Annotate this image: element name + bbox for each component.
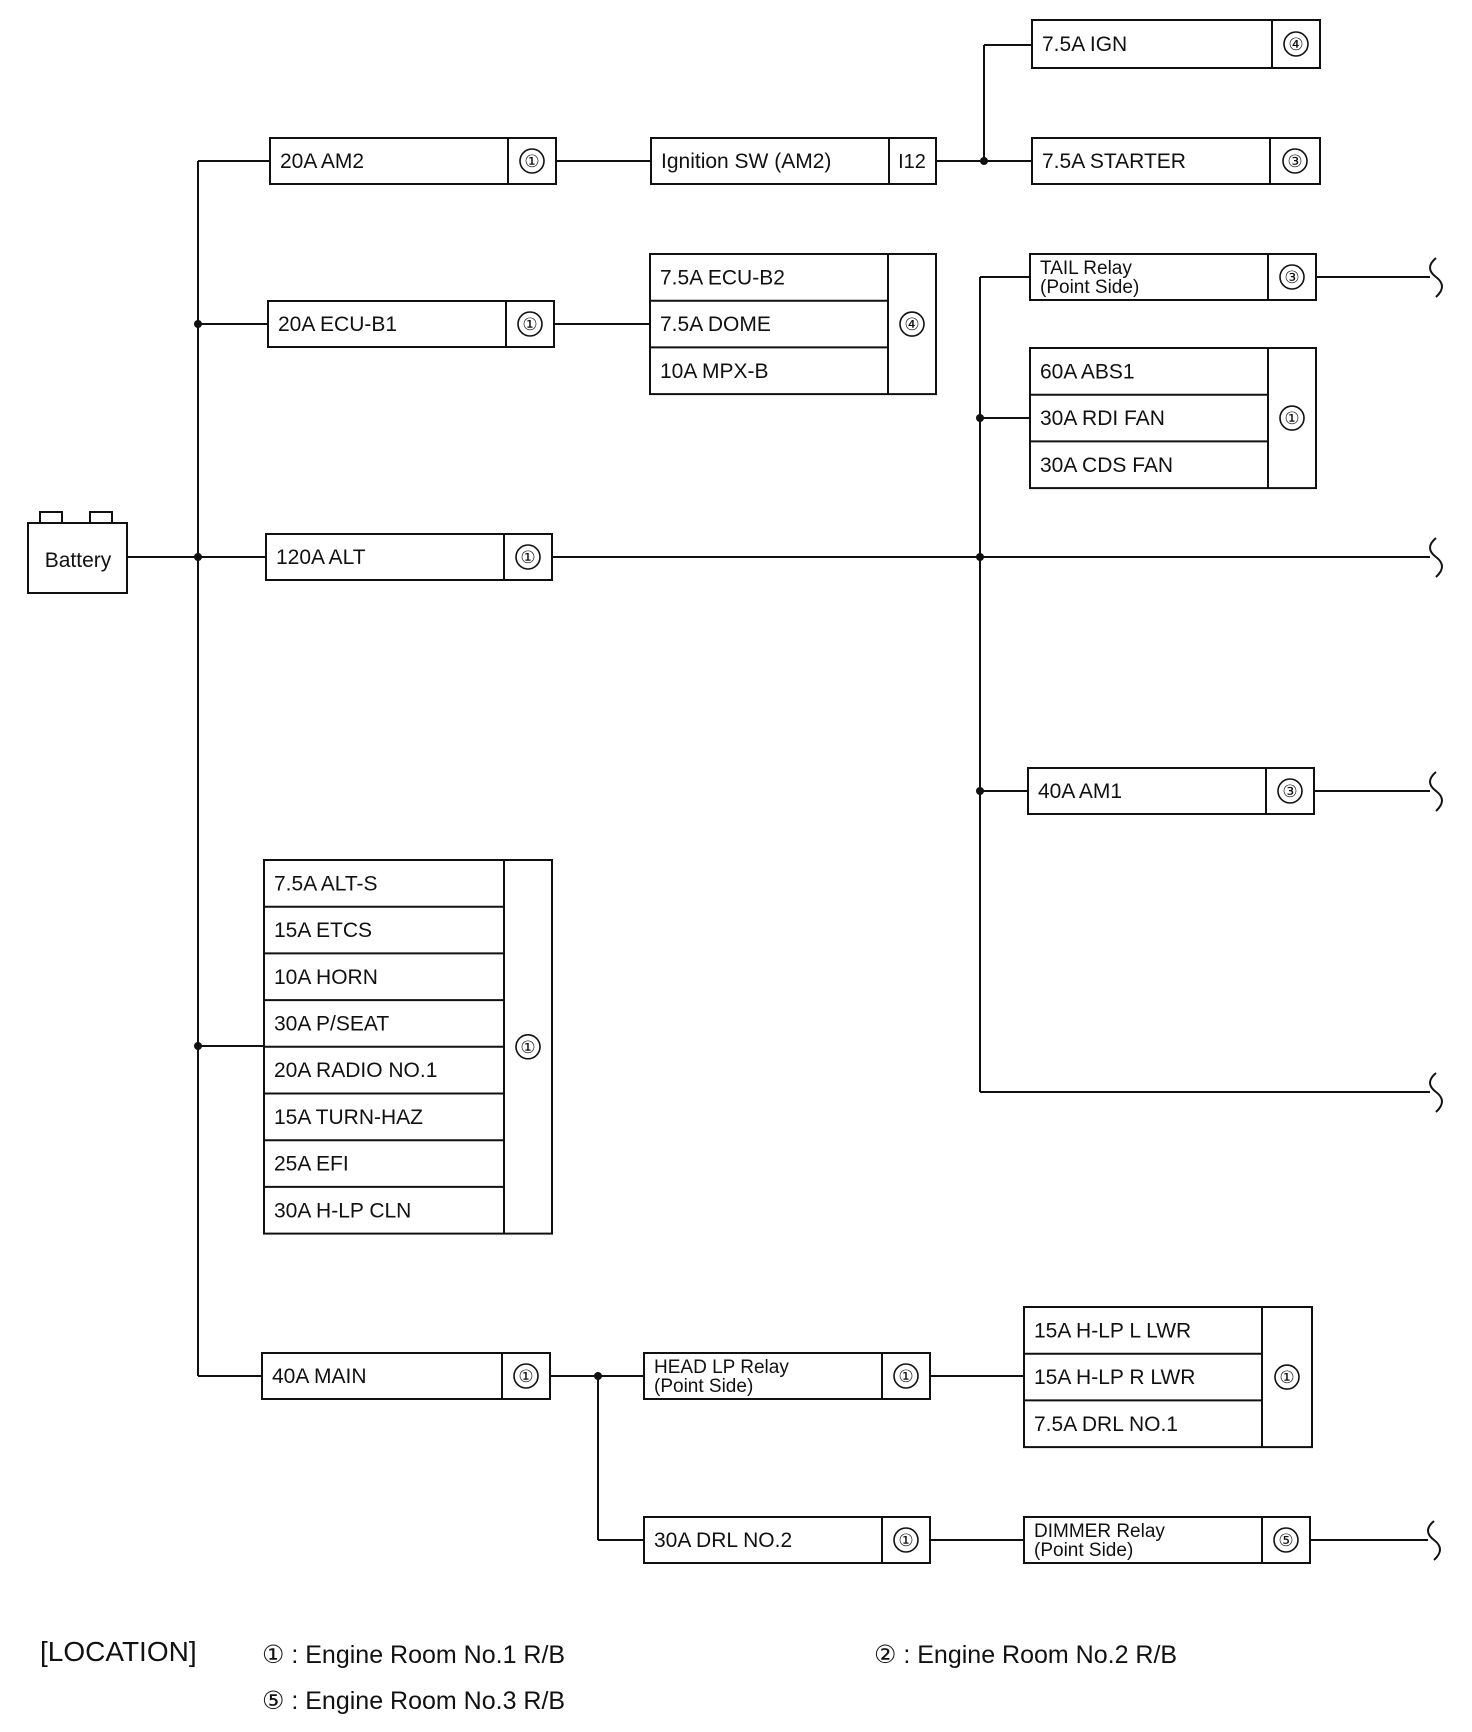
fuse-group-alt-s-item-0: 7.5A ALT-S: [274, 872, 378, 895]
battery: Battery: [27, 511, 128, 594]
legend-item-engine-room-no2: ② : Engine Room No.2 R/B: [874, 1641, 1178, 1669]
fuse-group-alt-s-item-7: 30A H-LP CLN: [274, 1199, 411, 1222]
fuse-group-alt-s-location: ①: [520, 1038, 535, 1057]
tail-relay: TAIL Relay(Point Side) ③: [1029, 253, 1317, 301]
dimmer-relay: DIMMER Relay(Point Side) ⑤: [1023, 1516, 1311, 1564]
fuse-group-abs: 60A ABS1 30A RDI FAN 30A CDS FAN ①: [1029, 347, 1317, 490]
tail-relay-label: TAIL Relay: [1040, 258, 1132, 279]
wires: [127, 44, 1443, 1561]
head-lp-relay-location-ring: [893, 1363, 919, 1389]
fuse-group-abs-item-2: 30A CDS FAN: [1040, 454, 1173, 477]
fuse-20a-am2-location-ring: [519, 148, 545, 174]
fuse-30a-drl-no2: 30A DRL NO.2 ①: [643, 1516, 931, 1564]
head-lp-relay-sublabel: (Point Side): [654, 1376, 753, 1397]
fuse-group-h-lp: 15A H-LP L LWR 15A H-LP R LWR 7.5A DRL NO.…: [1023, 1306, 1313, 1449]
fuse-120a-alt: 120A ALT ①: [265, 533, 553, 581]
ignition-switch-code: I12: [898, 151, 926, 173]
tail-relay-location-ring: [1279, 264, 1305, 290]
fuse-7-5a-ign-location-ring: [1283, 31, 1309, 57]
head-lp-relay-label: HEAD LP Relay: [654, 1357, 789, 1378]
ignition-switch-am2: Ignition SW (AM2) I12: [650, 137, 937, 185]
fuse-group-h-lp-item-1: 15A H-LP R LWR: [1034, 1366, 1195, 1389]
fuse-group-ecu-b2: 7.5A ECU-B2 7.5A DOME 10A MPX-B ④: [649, 253, 937, 396]
battery-label: Battery: [45, 549, 112, 572]
fuse-120a-alt-label: 120A ALT: [276, 546, 366, 569]
fuse-40a-main: 40A MAIN ①: [261, 1352, 551, 1400]
dimmer-relay-sublabel: (Point Side): [1034, 1540, 1133, 1561]
fuse-group-ecu-b2-item-1: 7.5A DOME: [660, 313, 771, 336]
fuse-7-5a-starter: 7.5A STARTER ③: [1031, 137, 1321, 185]
ignition-switch-label: Ignition SW (AM2): [661, 150, 831, 173]
component-boxes: 20A AM2 ① 7.5A IGN ④ 7.5A STARTER ③ 20A ECU-B1…: [261, 19, 1321, 1564]
fuse-40a-am1: 40A AM1 ③: [1027, 767, 1315, 815]
fuse-group-abs-location-ring: [1279, 405, 1305, 431]
fuse-20a-am2-location: ①: [524, 152, 539, 171]
fuse-7-5a-starter-label: 7.5A STARTER: [1042, 150, 1186, 173]
dimmer-relay-location: ⑤: [1278, 1531, 1293, 1550]
fuse-40a-am1-location: ③: [1282, 782, 1297, 801]
fuse-120a-alt-location-ring: [515, 544, 541, 570]
fuse-120a-alt-location: ①: [520, 548, 535, 567]
fuse-7-5a-starter-location-ring: [1282, 148, 1308, 174]
fuse-20a-am2-label: 20A AM2: [280, 150, 364, 173]
fuse-group-ecu-b2-location: ④: [904, 315, 919, 334]
fuse-group-abs-location: ①: [1284, 409, 1299, 428]
fuse-group-alt-s-item-3: 30A P/SEAT: [274, 1012, 389, 1035]
fuse-7-5a-starter-location: ③: [1287, 152, 1302, 171]
fuse-group-h-lp-item-0: 15A H-LP L LWR: [1034, 1319, 1191, 1342]
fuse-group-alt-s-item-4: 20A RADIO NO.1: [274, 1059, 437, 1082]
fuse-40a-am1-label: 40A AM1: [1038, 780, 1122, 803]
fuse-group-alt-s-item-2: 10A HORN: [274, 966, 378, 989]
legend-item-engine-room-no1: ① : Engine Room No.1 R/B: [262, 1641, 566, 1669]
fuse-group-alt-s-item-5: 15A TURN-HAZ: [274, 1106, 423, 1129]
fuse-40a-main-location-ring: [513, 1363, 539, 1389]
tail-relay-sublabel: (Point Side): [1040, 277, 1139, 298]
fuse-group-abs-item-1: 30A RDI FAN: [1040, 407, 1165, 430]
fuse-40a-main-label: 40A MAIN: [272, 1365, 367, 1388]
fuse-20a-ecu-b1-location: ①: [522, 315, 537, 334]
fuse-group-alt-s-item-1: 15A ETCS: [274, 919, 372, 942]
dimmer-relay-location-ring: [1273, 1527, 1299, 1553]
dimmer-relay-label: DIMMER Relay: [1034, 1521, 1165, 1542]
fuse-40a-am1-location-ring: [1277, 778, 1303, 804]
fuse-30a-drl-no2-label: 30A DRL NO.2: [654, 1529, 792, 1552]
fuse-20a-am2: 20A AM2 ①: [269, 137, 557, 185]
legend-item-engine-room-no3: ⑤ : Engine Room No.3 R/B: [262, 1687, 566, 1715]
fuse-7-5a-ign-label: 7.5A IGN: [1042, 33, 1127, 56]
junction-dots: [194, 157, 988, 1380]
fuse-group-h-lp-location-ring: [1274, 1364, 1300, 1390]
fuse-group-ecu-b2-location-ring: [899, 311, 925, 337]
fuse-40a-main-location: ①: [518, 1367, 533, 1386]
fuse-group-alt-s-item-6: 25A EFI: [274, 1153, 349, 1176]
head-lp-relay: HEAD LP Relay(Point Side) ①: [643, 1352, 931, 1400]
fuse-20a-ecu-b1-label: 20A ECU-B1: [278, 313, 397, 336]
fuse-group-ecu-b2-item-0: 7.5A ECU-B2: [660, 266, 785, 289]
fuse-20a-ecu-b1-location-ring: [517, 311, 543, 337]
tail-relay-location: ③: [1284, 268, 1299, 287]
fuse-group-ecu-b2-item-2: 10A MPX-B: [660, 360, 769, 383]
fuse-group-alt-s-location-ring: [515, 1034, 541, 1060]
fuse-30a-drl-no2-location: ①: [898, 1531, 913, 1550]
fuse-group-abs-item-0: 60A ABS1: [1040, 360, 1135, 383]
fuse-7-5a-ign: 7.5A IGN ④: [1031, 19, 1321, 69]
fuse-group-h-lp-item-2: 7.5A DRL NO.1: [1034, 1413, 1178, 1436]
fuse-group-alt-s: 7.5A ALT-S 15A ETCS 10A HORN 30A P/SEAT 20A …: [263, 859, 553, 1235]
head-lp-relay-location: ①: [898, 1367, 913, 1386]
fuse-30a-drl-no2-location-ring: [893, 1527, 919, 1553]
legend-title: [LOCATION]: [40, 1636, 197, 1667]
fuse-20a-ecu-b1: 20A ECU-B1 ①: [267, 300, 555, 348]
fuse-group-h-lp-location: ①: [1279, 1368, 1294, 1387]
fuse-7-5a-ign-location: ④: [1288, 35, 1303, 54]
